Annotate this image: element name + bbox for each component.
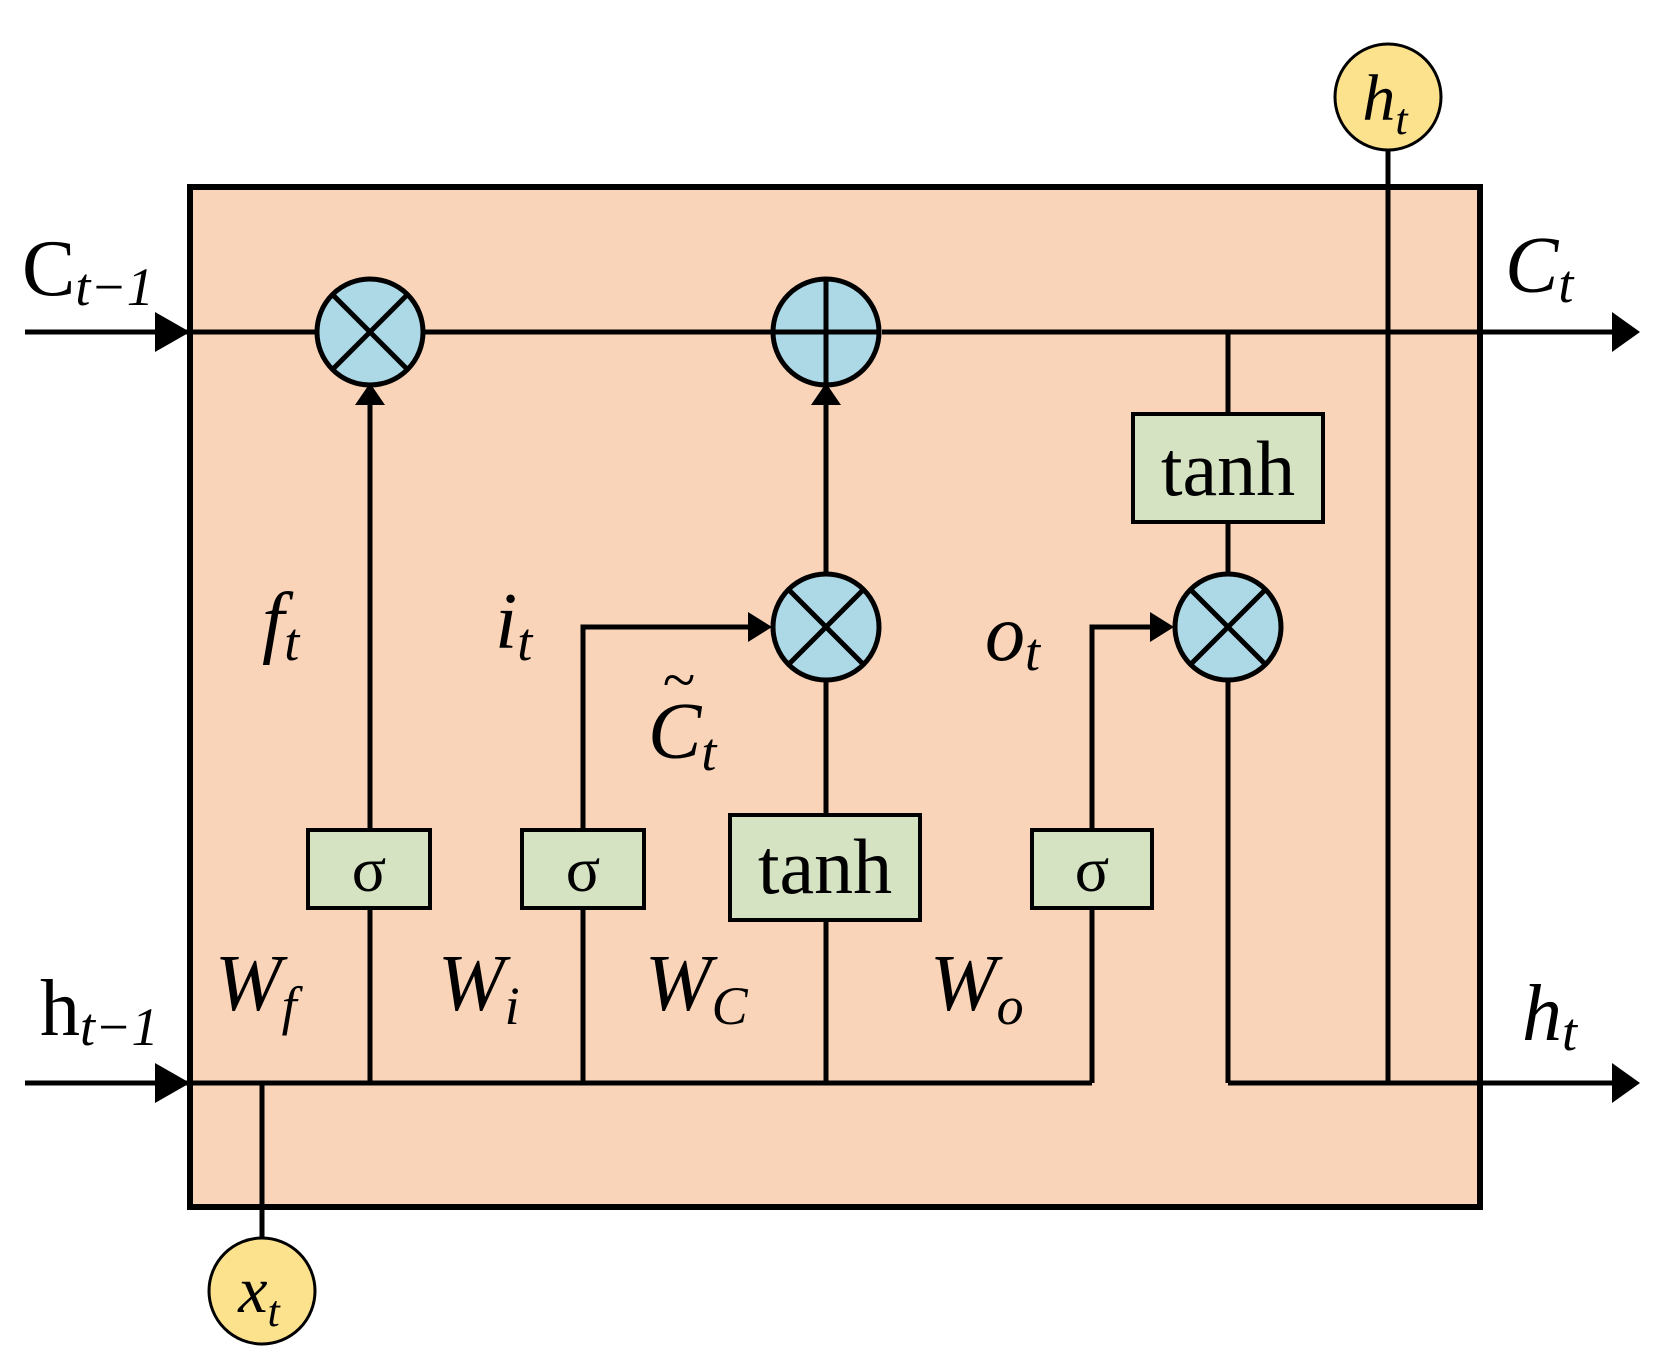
output-multiply-op bbox=[1172, 571, 1284, 683]
input-weight-sub: i bbox=[505, 976, 520, 1036]
tanh-label: tanh bbox=[758, 823, 892, 910]
input-gate-sub: t bbox=[517, 612, 534, 672]
input-gate-label: it bbox=[495, 578, 534, 672]
xt-sub: t bbox=[268, 1287, 282, 1336]
ct-base: C bbox=[1505, 222, 1560, 310]
sigmoid-label: σ bbox=[1075, 834, 1110, 905]
add-arrow bbox=[811, 383, 841, 405]
multiply-icon bbox=[331, 293, 409, 371]
ht-top-base: h bbox=[1362, 62, 1395, 135]
forget-arrow bbox=[355, 383, 385, 405]
c-prev-label: Ct−1 bbox=[22, 225, 154, 317]
ht-top-node: ht bbox=[1333, 42, 1443, 152]
candidate-weight-base: W bbox=[645, 940, 718, 1028]
multiply-icon bbox=[1189, 588, 1267, 666]
forget-gate-sub: t bbox=[284, 612, 301, 672]
input-weight-base: W bbox=[438, 940, 511, 1028]
output-gate-base: o bbox=[985, 590, 1025, 678]
forget-sigmoid-box: σ bbox=[306, 828, 432, 910]
candidate-base: C bbox=[648, 688, 703, 776]
candidate-label: Ct bbox=[648, 688, 718, 782]
output-weight-sub: o bbox=[997, 976, 1024, 1036]
input-arrow bbox=[748, 612, 772, 642]
hidden-in-arrow bbox=[155, 1063, 190, 1103]
candidate-tanh-box: tanh bbox=[728, 813, 922, 922]
output-weight-label: Wo bbox=[930, 940, 1024, 1036]
candidate-weight-label: WC bbox=[645, 940, 749, 1036]
c-prev-sub: t−1 bbox=[75, 257, 153, 317]
svg-text:ht: ht bbox=[1362, 62, 1409, 144]
input-line-upper bbox=[580, 624, 762, 830]
candidate-sub: t bbox=[701, 722, 718, 782]
ct-sub: t bbox=[1558, 254, 1575, 314]
output-line-upper bbox=[1089, 624, 1165, 830]
candidate-tilde: ~ bbox=[662, 647, 694, 713]
c-prev-base: C bbox=[22, 225, 75, 313]
cell-state-out-arrow bbox=[1612, 312, 1640, 352]
input-multiply-op bbox=[770, 571, 882, 683]
sigmoid-label: σ bbox=[566, 834, 601, 905]
cell-tanh-box: tanh bbox=[1131, 412, 1325, 524]
svg-text:xt: xt bbox=[237, 1254, 281, 1336]
sigmoid-label: σ bbox=[352, 834, 387, 905]
xt-base: x bbox=[237, 1254, 267, 1327]
ct-label: Ct bbox=[1505, 222, 1575, 314]
add-icon bbox=[773, 279, 879, 385]
multiply-icon bbox=[787, 588, 865, 666]
forget-weight-base: W bbox=[215, 940, 288, 1028]
forget-multiply-op bbox=[314, 276, 426, 388]
h-prev-label: ht−1 bbox=[40, 965, 158, 1057]
connection-lines bbox=[25, 150, 1622, 1238]
h-prev-base: h bbox=[40, 965, 80, 1053]
ht-top-sub: t bbox=[1395, 95, 1409, 144]
tanh-label: tanh bbox=[1161, 425, 1295, 512]
ht-right-base: h bbox=[1522, 970, 1562, 1058]
output-arrow bbox=[1150, 612, 1174, 642]
input-weight-label: Wi bbox=[438, 940, 520, 1036]
hidden-out-arrow bbox=[1612, 1063, 1640, 1103]
output-sigmoid-box: σ bbox=[1030, 828, 1154, 910]
ht-right-sub: t bbox=[1562, 1002, 1579, 1062]
arrowheads bbox=[155, 312, 1640, 1103]
output-gate-sub: t bbox=[1025, 622, 1042, 682]
output-gate-label: ot bbox=[985, 590, 1042, 682]
ht-right-label: ht bbox=[1522, 970, 1579, 1062]
xt-node: xt bbox=[207, 1236, 317, 1346]
h-prev-sub: t−1 bbox=[80, 997, 158, 1057]
cell-add-op bbox=[770, 276, 882, 388]
input-sigmoid-box: σ bbox=[520, 828, 646, 910]
cell-state-in-arrow bbox=[155, 312, 190, 352]
candidate-weight-sub: C bbox=[712, 976, 749, 1036]
output-weight-base: W bbox=[930, 940, 1003, 1028]
input-gate-base: i bbox=[495, 578, 517, 666]
